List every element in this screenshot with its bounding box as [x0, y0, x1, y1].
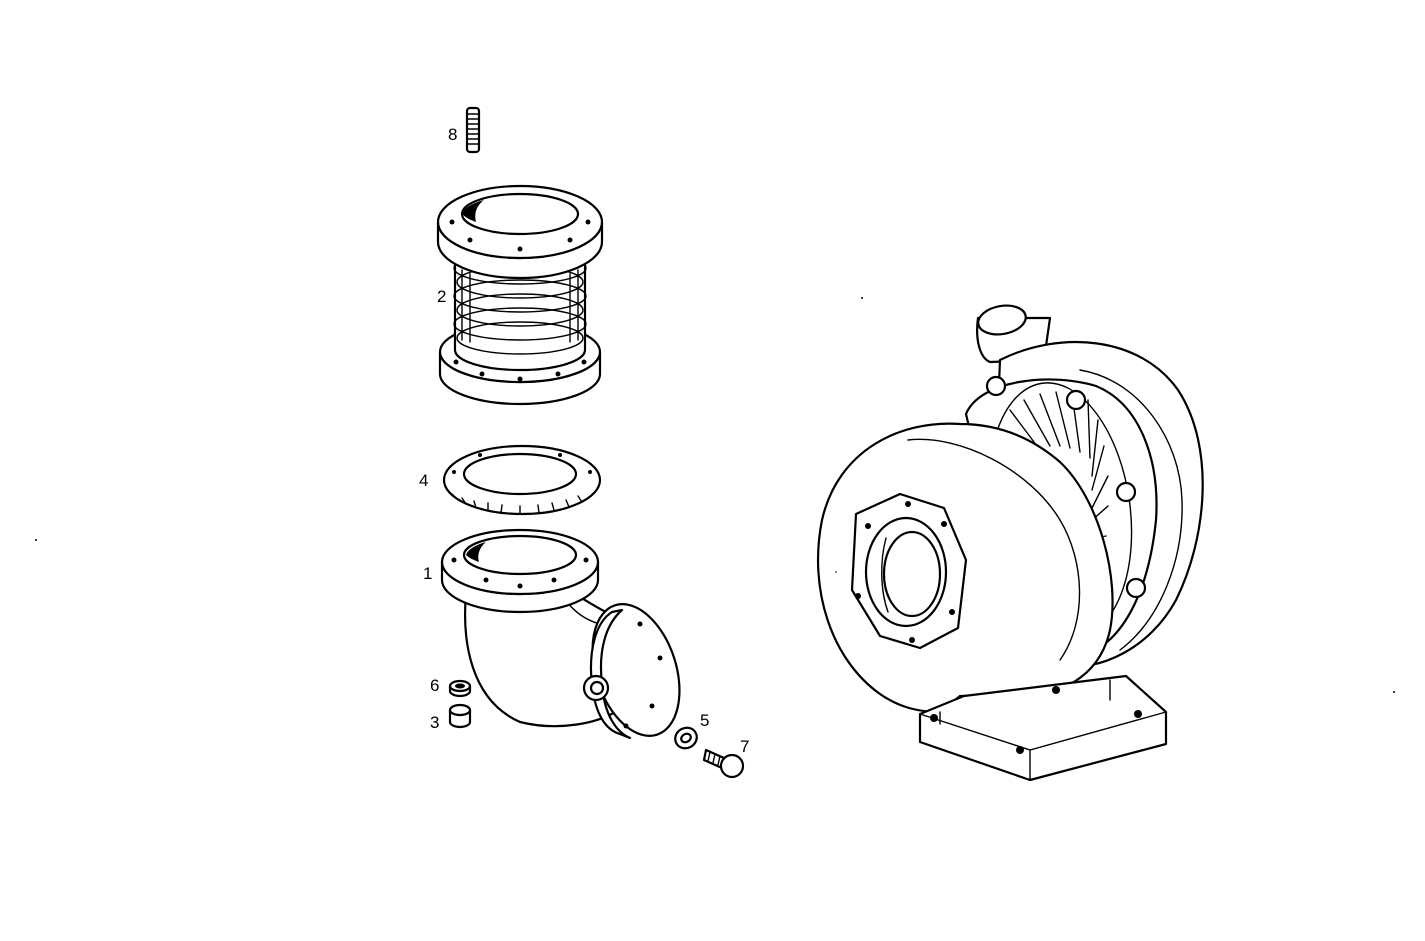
scan-specks — [35, 297, 1395, 693]
gasket-part-4 — [442, 444, 602, 516]
plug-screw-part-7 — [702, 748, 745, 779]
callout-6: 6 — [430, 676, 439, 695]
washer-part-5 — [674, 726, 698, 750]
callout-5: 5 — [700, 711, 709, 730]
callout-8: 8 — [448, 125, 457, 144]
callout-4: 4 — [419, 471, 428, 490]
callout-2: 2 — [437, 287, 446, 306]
callout-labels: 8 2 4 1 6 3 5 7 — [419, 125, 749, 756]
cap-nut-part-3 — [448, 703, 472, 729]
callout-7: 7 — [740, 737, 749, 756]
callout-3: 3 — [430, 713, 439, 732]
turbocharger-assembly — [816, 304, 1204, 782]
bellows-expansion-joint-part-2 — [436, 184, 604, 406]
callout-1: 1 — [423, 564, 432, 583]
stud-bolt-part-8 — [465, 106, 481, 154]
elbow-pipe-part-1 — [440, 528, 681, 740]
nut-part-6 — [448, 679, 472, 698]
